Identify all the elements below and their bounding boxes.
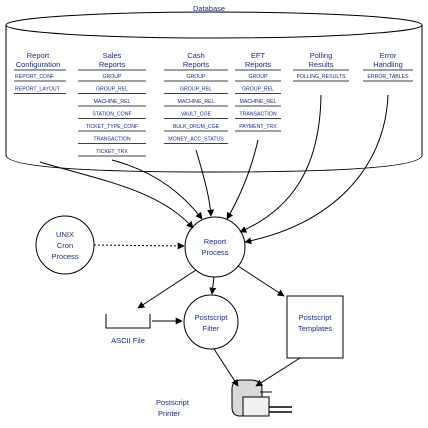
db-group-header: Results (308, 60, 333, 69)
database-title: Database (193, 4, 225, 13)
postscript-templates-line-1: Postscript (299, 313, 333, 322)
ascii-file-label: ASCII File (111, 336, 145, 345)
db-group-header: Handling (373, 60, 403, 69)
db-table-name: GROUP (186, 74, 206, 80)
db-table-name: ERROR_TABLES (367, 74, 409, 80)
postscript-filter-line-1: Postscript (195, 313, 229, 322)
db-table-name: GROUP_REL (180, 87, 212, 93)
report-process-node: Report Process (184, 216, 246, 278)
db-group-header: Configuration (16, 60, 61, 69)
db-table-name: POLLING_RESULTS (297, 74, 346, 80)
db-table-name: GROUP_REL (96, 87, 128, 93)
arrow-sales-to-process (111, 159, 203, 220)
postscript-templates-line-2: Templates (298, 324, 332, 333)
report-process-line-1: Report (204, 237, 227, 246)
db-table-name: REPORT_CONF (15, 74, 54, 80)
unix-cron-line-2: Cron (57, 241, 73, 250)
ascii-file-node: ASCII File (105, 314, 151, 345)
arrow-cron-to-process (93, 242, 185, 250)
db-table-name: GROUP_REL (242, 87, 274, 93)
db-table-name: MACHINE_REL (94, 99, 131, 105)
db-table-name: REPORT_LAYOUT (15, 87, 61, 93)
unix-cron-process-node: UNIX Cron Process (35, 215, 95, 275)
arrow-eft-to-process (226, 139, 259, 220)
db-table-name: GROUP (248, 74, 268, 80)
db-table-name: MONEY_ACC_STATUS (168, 137, 224, 143)
arrow-cash-to-process (195, 149, 215, 217)
db-group-header: Sales (103, 51, 122, 60)
arrow-process-to-templates (237, 265, 285, 297)
printer-line-2: Printer (158, 409, 181, 418)
db-table-name: TICKET_TRX (96, 149, 128, 155)
arrow-process-to-ascii (137, 269, 197, 309)
db-group-header: Report (27, 51, 50, 60)
db-table-name: STATION_CONF (92, 112, 131, 118)
postscript-templates-node: Postscript Templates (286, 295, 344, 359)
db-table-name: MACHINE_REL (240, 99, 277, 105)
unix-cron-line-1: UNIX (56, 230, 74, 239)
db-group-header: Reports (183, 60, 210, 69)
db-group-header: Polling (310, 51, 333, 60)
postscript-printer-node: Postscript Printer (156, 379, 292, 418)
arrow-report-config-to-process (39, 161, 194, 229)
db-table-name: TRANSACTION (239, 112, 276, 118)
arrow-error-to-process (244, 94, 389, 245)
db-group-header: Error (380, 51, 397, 60)
db-group-header: Reports (99, 60, 126, 69)
postscript-filter-node: Postscript Filter (183, 294, 239, 350)
arrow-polling-to-process (239, 94, 322, 233)
arrow-process-to-filter (209, 276, 217, 295)
db-group-header: EFT (251, 51, 266, 60)
db-table-name: BULK_DRUM_CGE (173, 124, 220, 130)
arrow-filter-to-printer (213, 348, 239, 387)
database-cylinder: Database (5, 4, 423, 173)
arrow-templates-to-printer (255, 357, 301, 387)
db-group-header: Cash (187, 51, 205, 60)
flow-arrows (39, 94, 389, 387)
db-table-name: VAULT_CGE (181, 112, 212, 118)
db-table-name: TRANSACTION (93, 137, 130, 143)
db-table-name: GROUP (102, 74, 122, 80)
db-table-name: PAYMENT_TRX (239, 124, 277, 130)
db-group-header: Reports (245, 60, 272, 69)
unix-cron-line-3: Process (51, 252, 78, 261)
printer-line-1: Postscript (156, 398, 190, 407)
db-table-name: MACHINE_REL (178, 99, 215, 105)
report-process-line-2: Process (201, 248, 228, 257)
db-table-name: TICKET_TYPE_CONF (86, 124, 138, 130)
postscript-filter-line-2: Filter (203, 324, 220, 333)
